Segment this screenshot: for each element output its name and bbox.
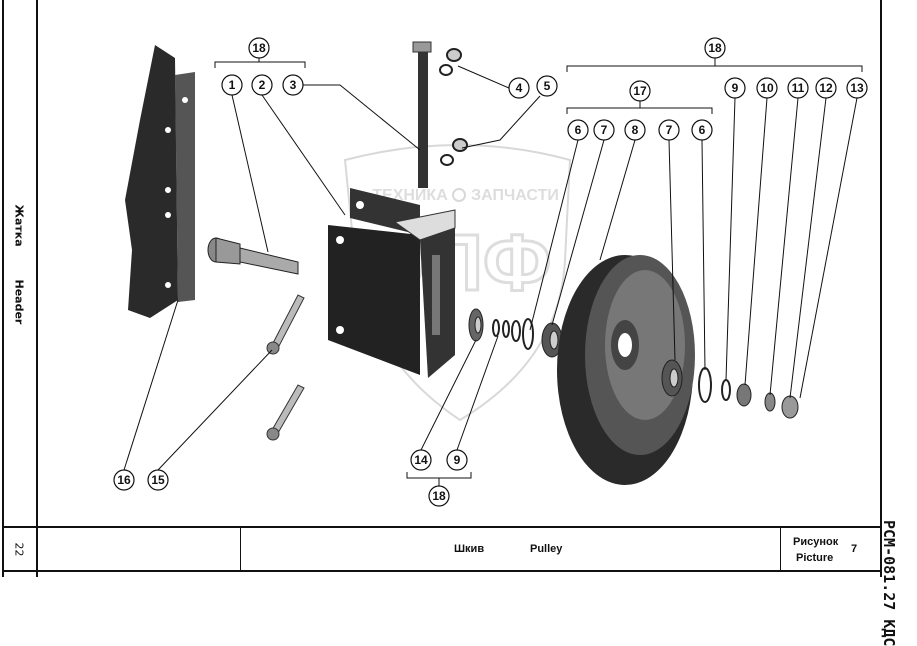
title-ru: Шкив (454, 543, 485, 555)
svg-text:7: 7 (666, 123, 673, 137)
part-frame-channel (125, 45, 195, 318)
svg-text:11: 11 (792, 81, 805, 95)
svg-text:3: 3 (290, 78, 297, 92)
callout-2: 2 (251, 74, 273, 96)
svg-text:5: 5 (544, 79, 551, 93)
callout-13: 13 (846, 77, 868, 99)
svg-text:16: 16 (117, 473, 131, 487)
frame-inner-left (36, 0, 38, 577)
callout-18: 18 (248, 37, 270, 59)
frame-table-top (2, 526, 882, 528)
callout-18: 18 (704, 37, 726, 59)
part-pin (207, 237, 299, 275)
svg-text:12: 12 (819, 81, 833, 95)
callout-12: 12 (815, 77, 837, 99)
callout-14: 14 (410, 449, 432, 471)
group-bracket-17 (566, 101, 713, 114)
svg-text:9: 9 (732, 81, 739, 95)
part-bolts (266, 294, 305, 441)
svg-text:18: 18 (708, 41, 722, 55)
svg-text:6: 6 (575, 123, 582, 137)
callout-8: 8 (624, 119, 646, 141)
callout-6: 6 (691, 119, 713, 141)
svg-text:2: 2 (259, 78, 266, 92)
callout-9: 9 (724, 77, 746, 99)
callout-7: 7 (658, 119, 680, 141)
svg-text:7: 7 (601, 123, 608, 137)
callout-15: 15 (147, 469, 169, 491)
frame-left (2, 0, 4, 577)
figure-label-en: Picture (796, 552, 834, 564)
svg-text:14: 14 (414, 453, 428, 467)
callout-4: 4 (508, 77, 530, 99)
svg-text:15: 15 (151, 473, 165, 487)
callout-16: 16 (113, 469, 135, 491)
callout-5: 5 (536, 75, 558, 97)
svg-text:18: 18 (432, 489, 446, 503)
part-mounting-bracket (328, 188, 456, 378)
svg-text:9: 9 (454, 453, 461, 467)
part-pulley (557, 255, 695, 485)
callout-18: 18 (428, 485, 450, 507)
part-bearings-left (468, 308, 563, 358)
svg-text:6: 6 (699, 123, 706, 137)
svg-text:17: 17 (633, 84, 647, 98)
svg-text:13: 13 (850, 81, 864, 95)
callout-7: 7 (593, 119, 615, 141)
callout-6: 6 (567, 119, 589, 141)
table-divider-2 (780, 526, 781, 572)
svg-text:8: 8 (632, 123, 639, 137)
title-en: Pulley (530, 543, 563, 555)
callout-9: 9 (446, 449, 468, 471)
svg-text:4: 4 (516, 81, 523, 95)
exploded-parts-diagram: ТЕХНИКА ЗАПЧАСТИ ЭПФ (113, 37, 868, 507)
callout-17: 17 (629, 80, 651, 102)
watermark-text-right: ЗАПЧАСТИ (471, 187, 559, 204)
leader-lines (123, 65, 858, 471)
callout-1: 1 (221, 74, 243, 96)
figure-number: 7 (851, 543, 858, 555)
figure-label-ru: Рисунок (793, 536, 839, 548)
frame-right (880, 0, 882, 577)
svg-text:10: 10 (760, 81, 774, 95)
callout-3: 3 (282, 74, 304, 96)
part-long-bolt (412, 41, 432, 188)
gear-icon (452, 188, 466, 202)
svg-text:18: 18 (252, 41, 266, 55)
group-bracket-18-right (566, 58, 863, 72)
group-bracket-18-left (214, 58, 306, 68)
group-bracket-18-bottom (406, 472, 472, 486)
callout-10: 10 (756, 77, 778, 99)
frame-table-bottom (2, 570, 882, 572)
callout-11: 11 (787, 77, 809, 99)
part-bearings-right (661, 359, 799, 419)
svg-text:1: 1 (229, 78, 236, 92)
table-divider-1 (240, 526, 241, 572)
